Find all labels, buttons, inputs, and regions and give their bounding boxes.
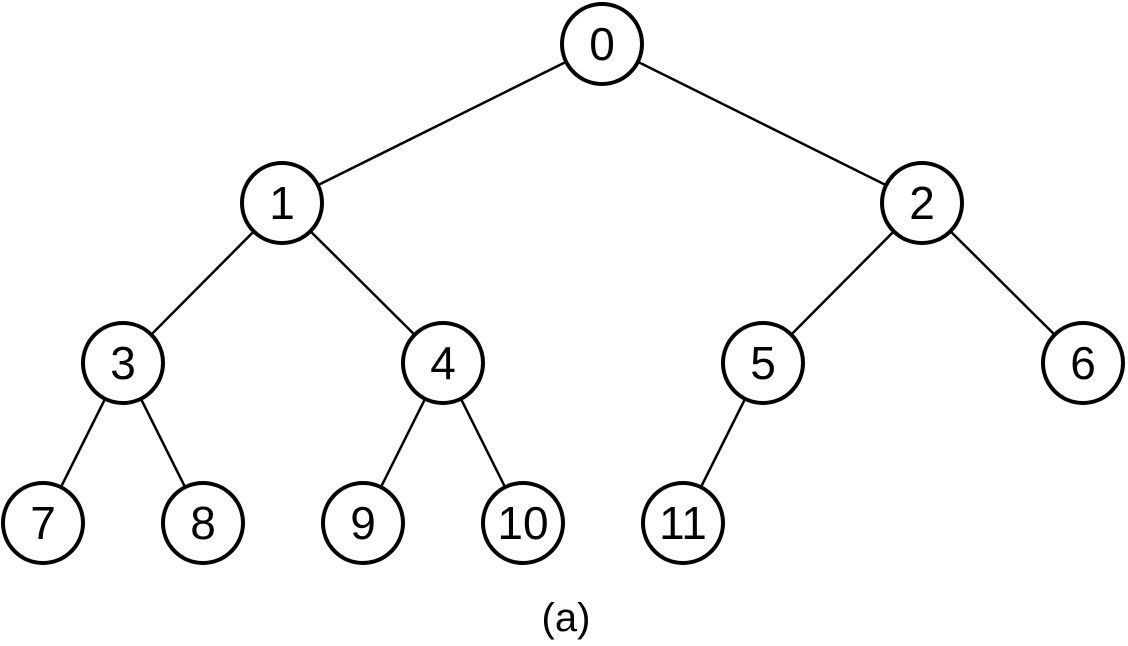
tree-node-6: 6	[1041, 321, 1125, 405]
tree-node-label-1: 1	[269, 177, 295, 229]
tree-node-circle-10	[481, 481, 565, 565]
tree-node-1: 1	[240, 161, 324, 245]
edges-layer	[41, 42, 1085, 525]
tree-node-circle-3	[81, 321, 165, 405]
tree-node-label-6: 6	[1070, 337, 1096, 389]
tree-node-circle-0	[560, 2, 644, 86]
tree-node-0: 0	[560, 2, 644, 86]
tree-node-9: 9	[321, 481, 405, 565]
tree-node-label-3: 3	[110, 337, 136, 389]
tree-node-circle-11	[641, 481, 725, 565]
tree-node-circle-1	[240, 161, 324, 245]
tree-node-circle-2	[880, 161, 964, 245]
tree-edge-0-2	[600, 42, 924, 205]
tree-node-label-7: 7	[30, 497, 56, 549]
tree-node-11: 11	[641, 481, 725, 565]
tree-node-10: 10	[481, 481, 565, 565]
tree-node-2: 2	[880, 161, 964, 245]
tree-node-circle-4	[401, 321, 485, 405]
tree-node-label-4: 4	[430, 337, 456, 389]
tree-node-circle-9	[321, 481, 405, 565]
tree-node-label-8: 8	[190, 497, 216, 549]
tree-edge-0-1	[280, 42, 604, 205]
tree-node-circle-7	[1, 481, 85, 565]
tree-node-7: 7	[1, 481, 85, 565]
tree-node-label-10: 10	[497, 497, 548, 549]
tree-node-circle-8	[161, 481, 245, 565]
nodes-layer: 0 1 2 3 4 5 6 7 8 9 10 11	[1, 2, 1125, 565]
tree-node-label-11: 11	[659, 497, 707, 549]
tree-node-label-2: 2	[909, 177, 935, 229]
tree-node-circle-5	[721, 321, 805, 405]
figure-caption: (a)	[542, 596, 591, 640]
tree-node-label-0: 0	[589, 18, 615, 70]
tree-node-5: 5	[721, 321, 805, 405]
tree-node-3: 3	[81, 321, 165, 405]
tree-node-8: 8	[161, 481, 245, 565]
tree-node-label-5: 5	[750, 337, 776, 389]
tree-node-4: 4	[401, 321, 485, 405]
tree-node-circle-6	[1041, 321, 1125, 405]
tree-node-label-9: 9	[350, 497, 376, 549]
